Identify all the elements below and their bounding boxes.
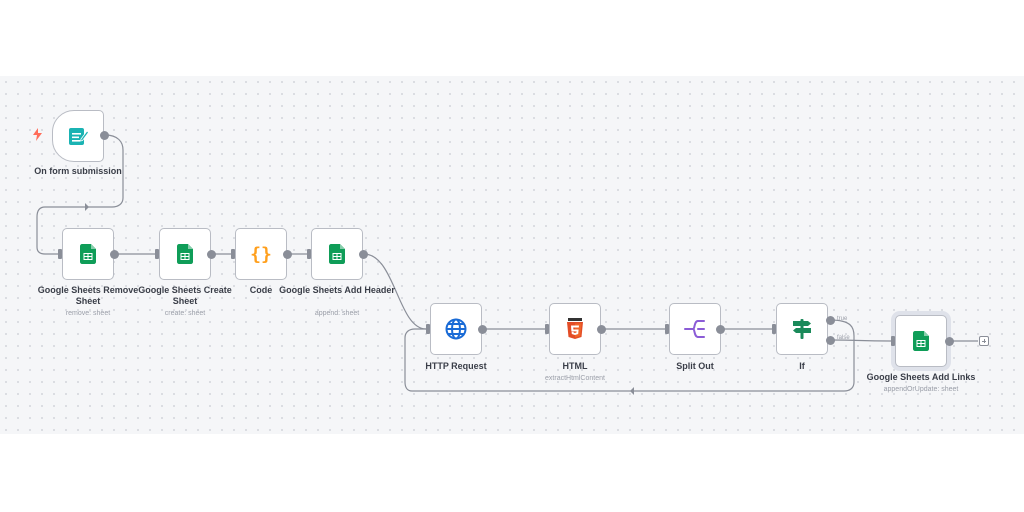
output-handle-true[interactable] — [826, 316, 835, 325]
connection-if-false-to-links — [829, 339, 892, 342]
node-split-out[interactable] — [669, 303, 721, 355]
node-label: Google Sheets Add Links — [866, 372, 976, 382]
google-sheets-icon — [329, 244, 345, 264]
node-html[interactable] — [549, 303, 601, 355]
input-handle[interactable] — [231, 249, 235, 259]
input-handle[interactable] — [307, 249, 311, 259]
input-handle[interactable] — [891, 336, 895, 346]
node-google-sheets-remove-sheet[interactable] — [62, 228, 114, 280]
globe-icon — [445, 318, 467, 340]
node-subtitle: remove: sheet — [65, 310, 111, 317]
node-label: Code — [249, 285, 273, 295]
output-handle[interactable] — [100, 131, 109, 140]
node-http-request[interactable] — [430, 303, 482, 355]
google-sheets-icon — [80, 244, 96, 264]
output-handle[interactable] — [945, 337, 954, 346]
node-subtitle: extractHtmlContent — [545, 375, 605, 382]
node-subtitle: appendOrUpdate: sheet — [883, 386, 959, 393]
google-sheets-icon — [177, 244, 193, 264]
input-handle[interactable] — [545, 324, 549, 334]
add-node-button[interactable] — [979, 336, 989, 346]
node-label: On form submission — [34, 166, 122, 176]
node-code[interactable]: {} — [235, 228, 287, 280]
form-trigger-icon — [69, 128, 89, 145]
connection-trigger-to-remove — [36, 134, 124, 255]
code-braces-icon: {} — [250, 243, 272, 265]
input-handle[interactable] — [58, 249, 62, 259]
input-handle[interactable] — [665, 324, 669, 334]
node-label: Google Sheets Create Sheet — [138, 285, 232, 306]
node-label: HTML — [562, 361, 588, 371]
node-subtitle: append: sheet — [314, 310, 360, 317]
node-google-sheets-add-header[interactable] — [311, 228, 363, 280]
output-handle-false[interactable] — [826, 336, 835, 345]
input-handle[interactable] — [155, 249, 159, 259]
node-label: Google Sheets Remove Sheet — [37, 285, 139, 306]
node-label: If — [799, 361, 805, 371]
node-label: Split Out — [676, 361, 714, 371]
bolt-icon — [33, 128, 42, 141]
node-label: HTTP Request — [425, 361, 487, 371]
node-form-trigger[interactable] — [52, 110, 104, 162]
input-handle[interactable] — [426, 324, 430, 334]
output-handle[interactable] — [207, 250, 216, 259]
branch-label-true: true — [837, 316, 848, 322]
output-handle[interactable] — [716, 325, 725, 334]
node-subtitle: create: sheet — [164, 310, 206, 317]
html5-icon — [567, 318, 583, 339]
google-sheets-icon — [913, 331, 929, 351]
workflow-canvas[interactable] — [0, 76, 1024, 434]
branch-label-false: false — [837, 335, 850, 341]
output-handle[interactable] — [110, 250, 119, 259]
signpost-icon — [793, 319, 811, 339]
input-handle[interactable] — [772, 324, 776, 334]
split-out-icon — [684, 320, 705, 338]
node-if[interactable] — [776, 303, 828, 355]
output-handle[interactable] — [597, 325, 606, 334]
node-google-sheets-add-links[interactable] — [895, 315, 947, 367]
connection-if-true-loop-back — [404, 319, 855, 392]
output-handle[interactable] — [359, 250, 368, 259]
output-handle[interactable] — [478, 325, 487, 334]
arrow-marker — [85, 203, 89, 211]
output-handle[interactable] — [283, 250, 292, 259]
arrow-marker — [630, 387, 634, 395]
node-google-sheets-create-sheet[interactable] — [159, 228, 211, 280]
node-label: Google Sheets Add Header — [279, 285, 395, 295]
connection-header-to-http — [363, 253, 427, 330]
